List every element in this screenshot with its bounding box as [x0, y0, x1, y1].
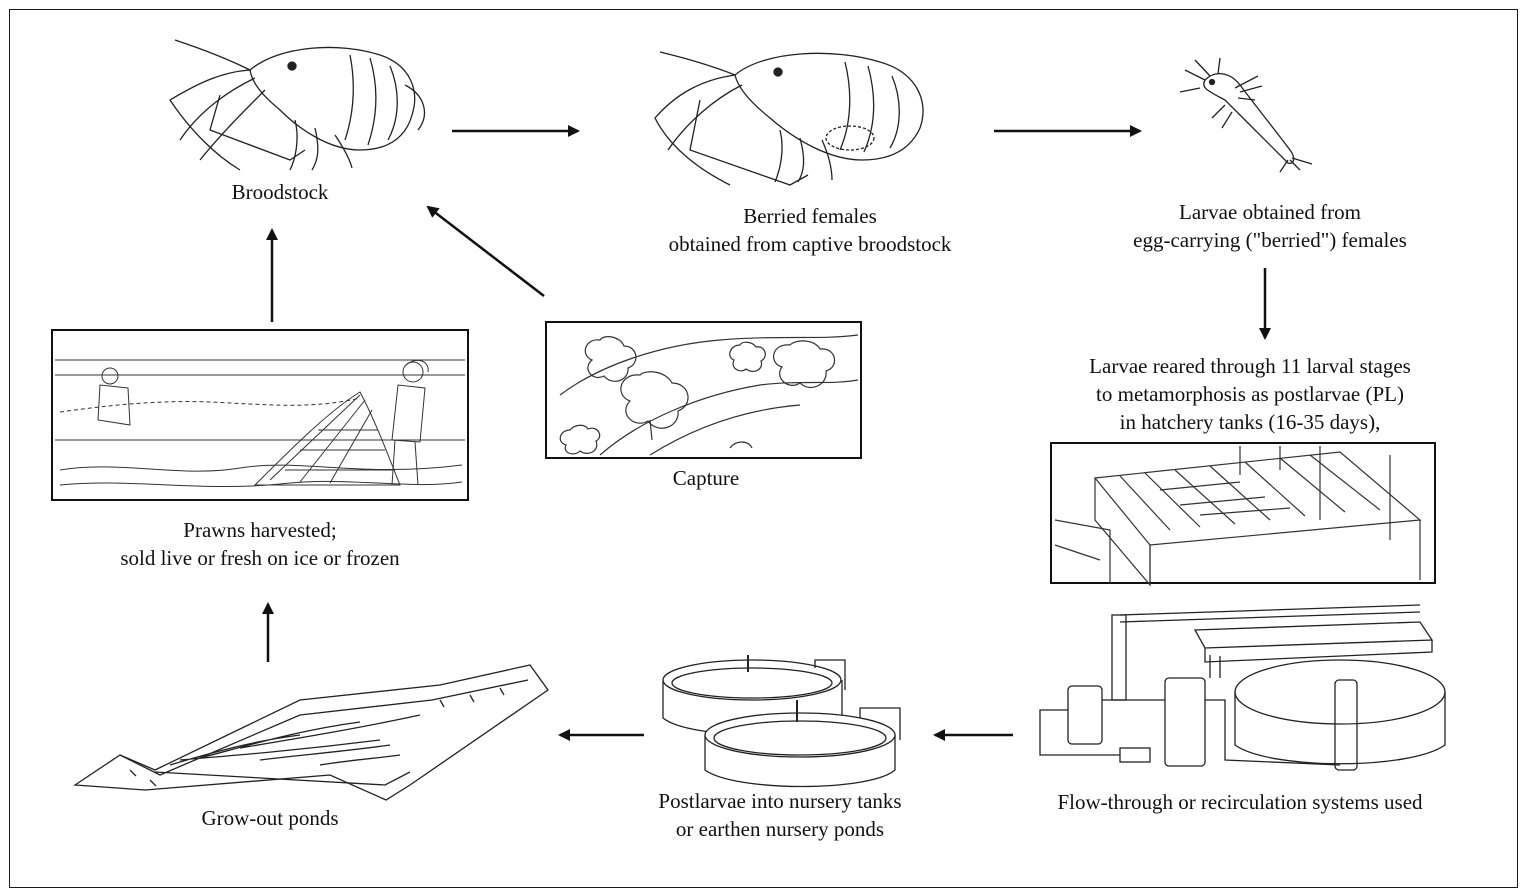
broodstock-prawn-illustration [170, 40, 424, 170]
harvest-scene-illustration [52, 330, 468, 500]
label-berried-females: Berried females obtained from captive br… [600, 202, 1020, 258]
label-larvae-obtained: Larvae obtained from egg-carrying ("berr… [1080, 198, 1460, 254]
label-larvae-obtained-line-1: Larvae obtained from [1080, 198, 1460, 226]
label-postlarvae-line-2: or earthen nursery ponds [580, 815, 980, 843]
label-larvae-reared-line-3: in hatchery tanks (16-35 days), [1010, 408, 1490, 436]
label-larvae-reared: Larvae reared through 11 larval stages t… [1010, 352, 1490, 436]
label-flow-through: Flow-through or recirculation systems us… [980, 788, 1500, 816]
label-postlarvae-line-1: Postlarvae into nursery tanks [580, 787, 980, 815]
label-berried-line-1: Berried females [600, 202, 1020, 230]
label-harvested-line-1: Prawns harvested; [40, 516, 480, 544]
hatchery-tank-illustration [1051, 443, 1435, 585]
label-larvae-reared-line-2: to metamorphosis as postlarvae (PL) [1010, 380, 1490, 408]
arrow-capture-to-broodstock [428, 207, 544, 296]
label-larvae-obtained-line-2: egg-carrying ("berried") females [1080, 226, 1460, 254]
capture-river-illustration [546, 322, 861, 458]
label-larvae-reared-line-1: Larvae reared through 11 larval stages [1010, 352, 1490, 380]
grow-out-pond-illustration [75, 665, 548, 800]
label-harvested-line-2: sold live or fresh on ice or frozen [40, 544, 480, 572]
label-grow-out-ponds: Grow-out ponds [150, 804, 390, 832]
berried-female-prawn-illustration [655, 52, 923, 185]
label-broodstock: Broodstock [180, 178, 380, 206]
label-prawns-harvested: Prawns harvested; sold live or fresh on … [40, 516, 480, 572]
label-capture: Capture [606, 464, 806, 492]
label-postlarvae-nursery: Postlarvae into nursery tanks or earthen… [580, 787, 980, 843]
nursery-tanks-illustration [663, 655, 900, 787]
larva-illustration [1180, 58, 1312, 172]
recirculation-system-illustration [1040, 605, 1445, 770]
label-berried-line-2: obtained from captive broodstock [600, 230, 1020, 258]
